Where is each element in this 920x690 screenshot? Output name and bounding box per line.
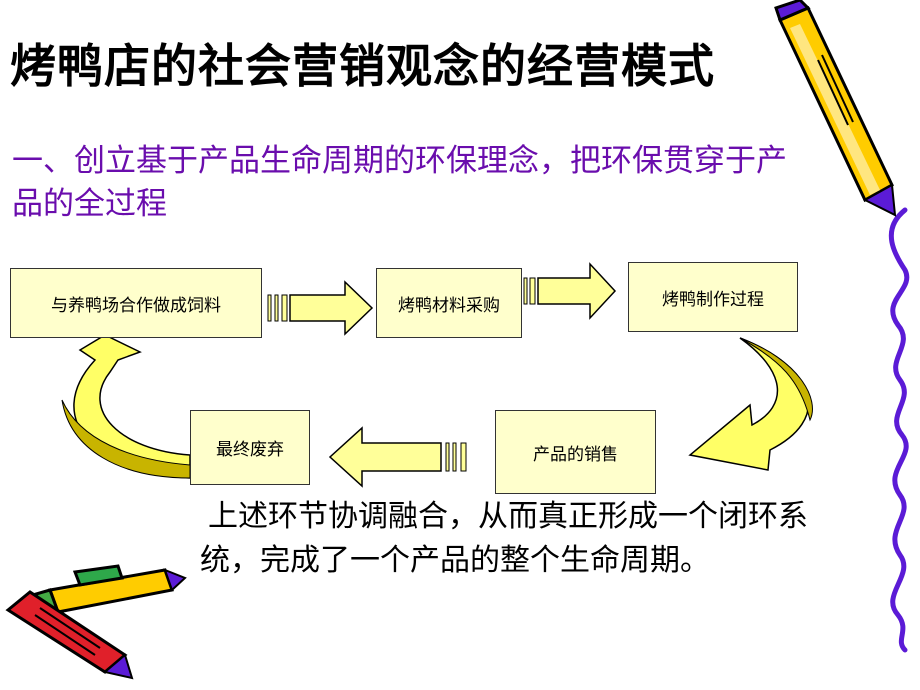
flow-step-sales: 产品的销售 [495,410,656,494]
slide-subtitle: 一、创立基于产品生命周期的环保理念，把环保贯穿于产品的全过程 [12,143,787,222]
slide-description: 上述环节协调融合，从而真正形成一个闭环系统，完成了一个产品的整个生命周期。 [200,499,808,578]
flow-arrow-2 [517,262,617,320]
flow-step-purchase: 烤鸭材料采购 [376,268,522,338]
curved-arrow-left [61,334,191,479]
flow-arrow-3 [328,426,467,488]
flow-step-feed: 与养鸭场合作做成饲料 [10,268,262,338]
flow-step-production: 烤鸭制作过程 [628,262,798,332]
wavy-line-decoration [888,207,910,653]
crossed-pencils-icon [5,564,187,680]
slide-title: 烤鸭店的社会营销观念的经营模式 [10,39,715,93]
curved-arrow-right [688,337,813,471]
flow-arrow-1 [267,280,374,336]
pencil-icon [774,0,897,217]
flow-step-disposal: 最终废弃 [190,410,310,485]
